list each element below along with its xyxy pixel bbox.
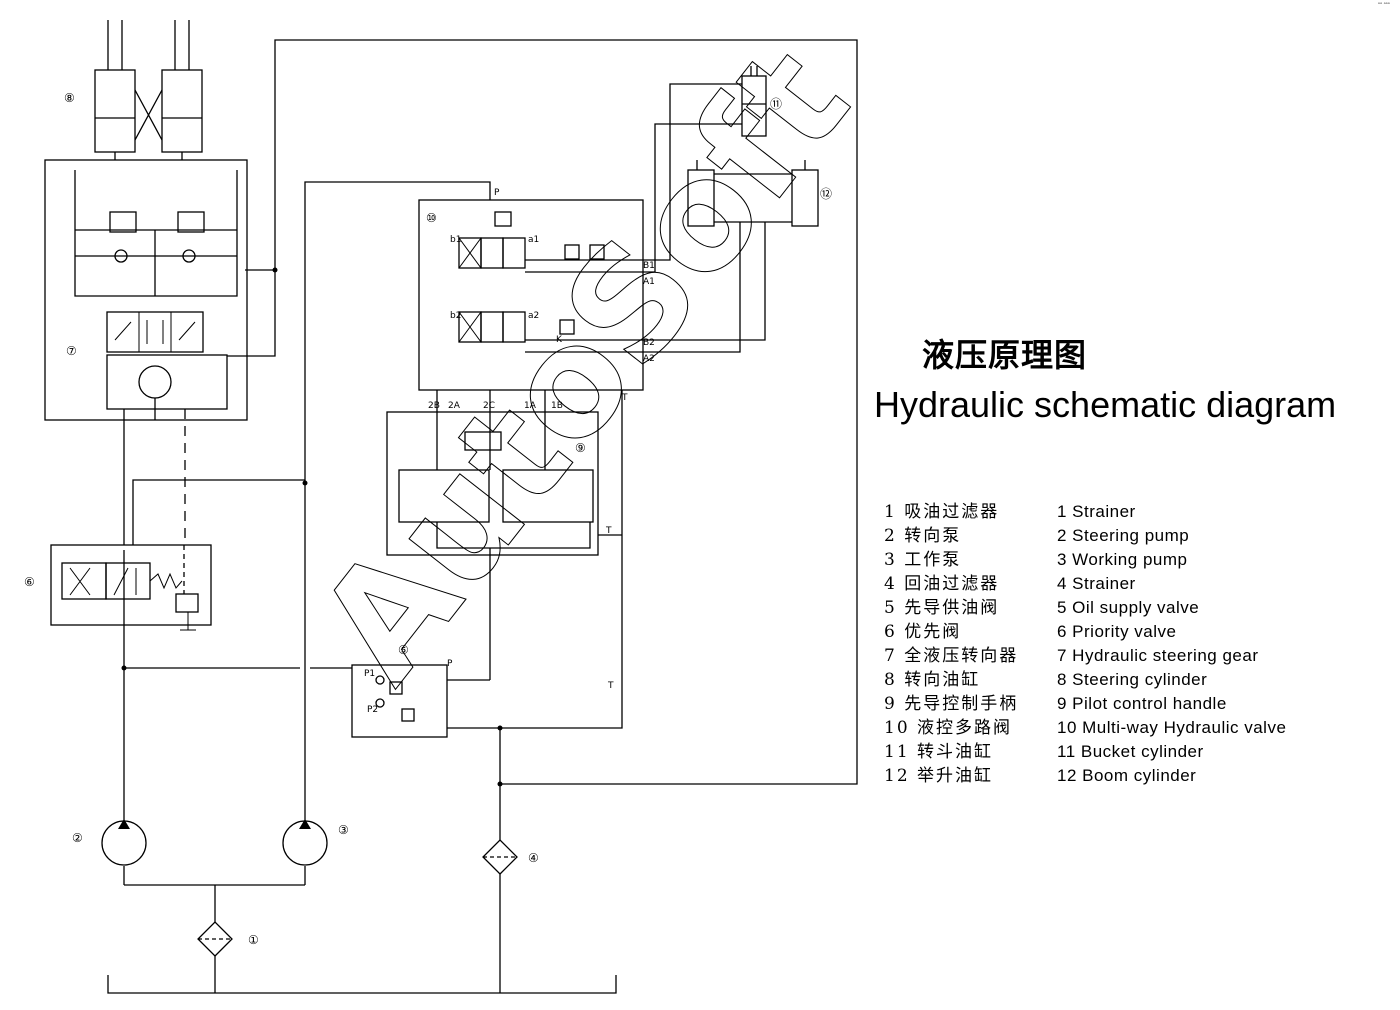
- legend-en-item: 8 Steering cylinder: [1057, 670, 1208, 689]
- legend-cn-item: 6 优先阀: [884, 622, 962, 642]
- legend-cn-item: 9 先导控制手柄: [884, 694, 1019, 714]
- legend-en-item: 5 Oil supply valve: [1057, 598, 1200, 617]
- label-12: ⑫: [820, 187, 832, 201]
- port-1b: 1B: [551, 401, 563, 411]
- port-t-supply: T: [607, 681, 614, 691]
- bucket-cylinder: [741, 66, 767, 137]
- port-b2-pilot: b2: [450, 311, 461, 321]
- label-2: ②: [72, 831, 83, 845]
- port-a1-pilot: a1: [528, 235, 539, 245]
- port-2b: 2B: [428, 401, 440, 411]
- legend-cn-item: 7 全液压转向器: [884, 646, 1019, 666]
- return-strainer: [274, 39, 858, 993]
- port-p-top: P: [494, 188, 500, 198]
- legend-en-item: 7 Hydraulic steering gear: [1057, 646, 1259, 665]
- boom-cylinders: [687, 160, 819, 227]
- legend-en-item: 11 Bucket cylinder: [1057, 742, 1204, 761]
- corner-mark: ᵒᵒ ᵒᵒᵒ: [1378, 2, 1390, 8]
- watermark: AutoSoft: [286, 17, 883, 713]
- label-6: ⑥: [24, 575, 35, 589]
- hydraulic-steering-gear: [44, 159, 278, 545]
- label-11: ⑪: [770, 97, 782, 111]
- port-b1-pilot: b1: [450, 235, 461, 245]
- component-numbers: ① ② ③ ④ ⑤ ⑥ ⑦ ⑧ ⑨ ⑩ ⑪ ⑫: [24, 91, 832, 947]
- legend-cn-item: 12 举升油缸: [884, 766, 994, 786]
- legend-en-item: 12 Boom cylinder: [1057, 766, 1197, 785]
- oil-supply-valve: [121, 664, 500, 738]
- port-p-supply: P: [447, 659, 453, 669]
- svg-text:AutoSoft: AutoSoft: [286, 17, 882, 712]
- legend-cn-item: 10 液控多路阀: [884, 718, 1013, 738]
- port-b1: B1: [643, 261, 655, 271]
- suction-strainer: [123, 866, 306, 993]
- port-p2: P2: [367, 705, 378, 715]
- port-k: K: [556, 335, 563, 345]
- label-5: ⑤: [398, 643, 409, 657]
- legend-cn-item: 4 回油过滤器: [884, 574, 1000, 594]
- port-1a: 1A: [524, 401, 537, 411]
- port-t-handle: T: [605, 526, 612, 536]
- steering-pump: [101, 550, 147, 866]
- legend-english: 1 Strainer 2 Steering pump 3 Working pum…: [1057, 500, 1286, 788]
- legend-en-item: 2 Steering pump: [1057, 526, 1190, 545]
- port-a2-pilot: a2: [528, 311, 539, 321]
- legend-cn-item: 5 先导供油阀: [884, 598, 1000, 618]
- legend-en-item: 9 Pilot control handle: [1057, 694, 1227, 713]
- label-9: ⑨: [575, 441, 586, 455]
- label-10: ⑩: [426, 211, 437, 225]
- pilot-control-handle: [386, 390, 622, 680]
- legend-en-item: 1 Strainer: [1057, 502, 1136, 521]
- legend-cn-item: 11 转斗油缸: [884, 742, 994, 762]
- label-3: ③: [338, 823, 349, 837]
- legend-chinese: 1 吸油过滤器 2 转向泵 3 工作泵 4 回油过滤器 5 先导供油阀 6 优先…: [884, 500, 1018, 788]
- port-p1: P1: [364, 669, 375, 679]
- port-a2: A2: [643, 354, 655, 364]
- port-a1: A1: [643, 277, 655, 287]
- legend-cn-item: 3 工作泵: [884, 550, 962, 570]
- label-1: ①: [248, 933, 259, 947]
- label-7: ⑦: [66, 344, 77, 358]
- legend-en-item: 3 Working pump: [1057, 550, 1188, 569]
- legend-cn-item: 1 吸油过滤器: [884, 502, 1000, 522]
- port-2c: 2C: [483, 401, 495, 411]
- working-pump: [282, 181, 491, 866]
- legend-en-item: 4 Strainer: [1057, 574, 1136, 593]
- title-english: Hydraulic schematic diagram: [874, 384, 1337, 425]
- priority-valve: [50, 479, 308, 631]
- multiway-valve: [418, 83, 766, 391]
- label-4: ④: [528, 851, 539, 865]
- legend-cn-item: 8 转向油缸: [884, 670, 981, 690]
- port-b2: B2: [643, 338, 655, 348]
- port-labels: P B1 A1 B2 A2 T b1 a1 b2 a2 K 2B 2A 2C 1…: [364, 188, 655, 715]
- port-2a: 2A: [448, 401, 461, 411]
- legend-en-item: 6 Priority valve: [1057, 622, 1177, 641]
- label-8: ⑧: [64, 91, 75, 105]
- legend-cn-item: 2 转向泵: [884, 526, 962, 546]
- steering-relief-valves: [75, 211, 237, 296]
- steering-cylinders: [94, 20, 203, 160]
- legend-en-item: 10 Multi-way Hydraulic valve: [1057, 718, 1287, 737]
- title-chinese: 液压原理图: [922, 336, 1088, 374]
- tank: [107, 975, 617, 994]
- port-t-valve: T: [621, 393, 628, 403]
